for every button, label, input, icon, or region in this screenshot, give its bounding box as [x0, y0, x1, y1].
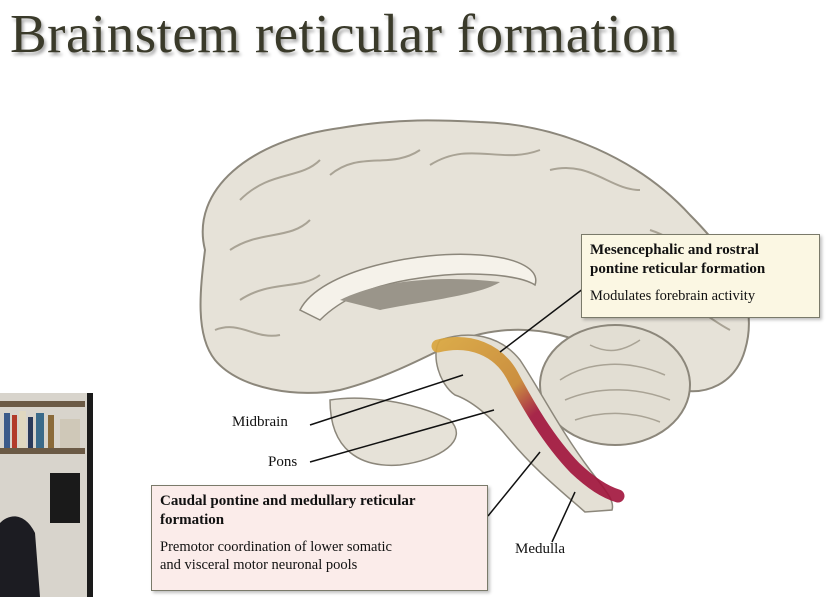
- presenter-video-inset: [0, 393, 93, 597]
- rostral-rf-heading-line1: Mesencephalic and rostral: [590, 242, 759, 258]
- caudal-rf-body-line2: and visceral motor neuronal pools: [160, 557, 358, 573]
- slide-title: Brainstem reticular formation: [10, 3, 679, 64]
- midbrain-label: Midbrain: [232, 414, 288, 430]
- medulla-pointer: [551, 491, 576, 543]
- rostral-rf-body: Modulates forebrain activity: [590, 288, 756, 304]
- pons-pointer: [309, 409, 495, 463]
- caudal-pointer: [487, 451, 541, 517]
- cerebellum: [539, 324, 691, 446]
- pons-label: Pons: [268, 454, 298, 470]
- caudal-rf-heading-line1: Caudal pontine and medullary reticular: [160, 493, 416, 509]
- rostral-rf-callout: Mesencephalic and rostral pontine reticu…: [581, 234, 820, 318]
- rostral-pointer: [499, 281, 593, 353]
- caudal-rf-callout: Caudal pontine and medullary reticular f…: [151, 485, 488, 591]
- medulla-label: Medulla: [515, 541, 565, 557]
- midbrain-pointer: [309, 374, 464, 426]
- rostral-rf-heading-line2: pontine reticular formation: [590, 261, 766, 277]
- caudal-rf-heading-line2: formation: [160, 512, 225, 528]
- presenter-webcam-image: [0, 393, 93, 597]
- reticular-formation-band: [431, 337, 625, 503]
- caudal-rf-body-line1: Premotor coordination of lower somatic: [160, 539, 392, 555]
